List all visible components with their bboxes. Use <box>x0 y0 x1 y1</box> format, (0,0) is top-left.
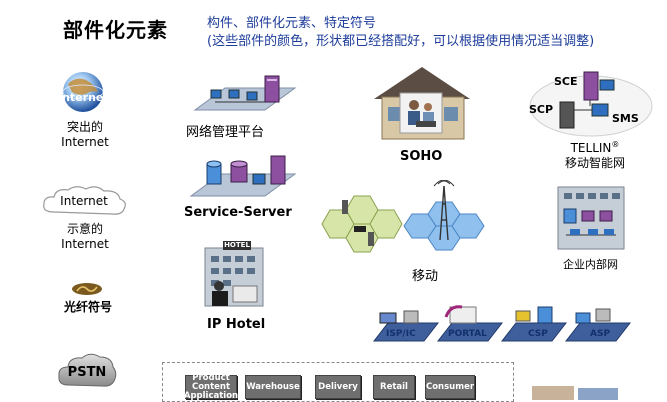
page-title: 部件化元素 <box>63 18 168 42</box>
network-management-diagram <box>193 75 297 111</box>
mobile-label: 移动 <box>412 269 439 284</box>
platform-portal-label: PORTAL <box>448 329 487 339</box>
soho-label: SOHO <box>400 149 443 164</box>
supply-chain-flow: Product Content Application Warehouse De… <box>162 362 514 402</box>
hotel-sign: HOTEL <box>224 241 250 249</box>
platform-csp-label: CSP <box>528 329 548 339</box>
fiber-label: 光纤符号 <box>63 300 112 314</box>
internet-schematic-label: 示意的 Internet <box>55 222 115 252</box>
internet-prominent-line-2: Internet <box>61 135 109 149</box>
platform-asp-label: ASP <box>590 329 611 339</box>
registered-mark: ® <box>611 140 620 149</box>
pstn-label: PSTN <box>67 365 107 380</box>
ip-hotel-diagram <box>204 241 264 307</box>
sce-label: SCE <box>554 75 578 88</box>
subtitle-line-1: 构件、部件化元素、特定符号 <box>207 16 377 31</box>
flow-chip-consumer: Consumer <box>425 375 475 399</box>
bottom-right-photos <box>532 386 618 400</box>
subtitle-line-2: (这些部件的颜色，形状都已经搭配好，可以根据使用情况适当调整) <box>207 34 595 49</box>
flow-chip-warehouse: Warehouse <box>245 375 301 399</box>
enterprise-network-diagram <box>557 186 625 250</box>
platforms-diagram <box>372 305 632 342</box>
network-management-label: 网络管理平台 <box>186 125 265 140</box>
tellin-subtitle: 移动智能网 <box>564 156 625 170</box>
fiber-symbol-icon <box>72 283 102 295</box>
tellin-name: TELLIN <box>570 141 612 155</box>
service-server-diagram <box>189 155 297 197</box>
platform-isp-label: ISP/IC <box>386 329 416 339</box>
internet-prominent-line-1: 突出的 <box>66 120 103 134</box>
flow-chip-delivery: Delivery <box>315 375 361 399</box>
flow-chip-retail: Retail <box>373 375 415 399</box>
internet-globe-text: Internet <box>58 91 109 104</box>
enterprise-label: 企业内部网 <box>563 258 618 271</box>
mobile-network-diagram <box>321 180 485 253</box>
internet-globe-icon <box>62 72 104 112</box>
tellin-network-diagram <box>529 71 653 137</box>
internet-schematic-line-1: 示意的 <box>66 222 103 236</box>
soho-house-icon <box>374 67 470 140</box>
service-server-label: Service-Server <box>184 205 292 220</box>
tellin-title: TELLIN® <box>540 137 650 156</box>
pstn-cloud-icon <box>58 353 117 387</box>
internet-cloud-icon <box>43 186 126 215</box>
scp-label: SCP <box>529 103 554 116</box>
ip-hotel-label: IP Hotel <box>207 317 266 332</box>
internet-prominent-label: 突出的 Internet <box>55 120 115 150</box>
tellin-label: TELLIN® 移动智能网 <box>540 137 650 171</box>
internet-cloud-text: Internet <box>60 194 108 208</box>
sms-label: SMS <box>612 112 639 125</box>
internet-schematic-line-2: Internet <box>61 237 109 251</box>
flow-chip-product: Product Content Application <box>183 372 239 401</box>
